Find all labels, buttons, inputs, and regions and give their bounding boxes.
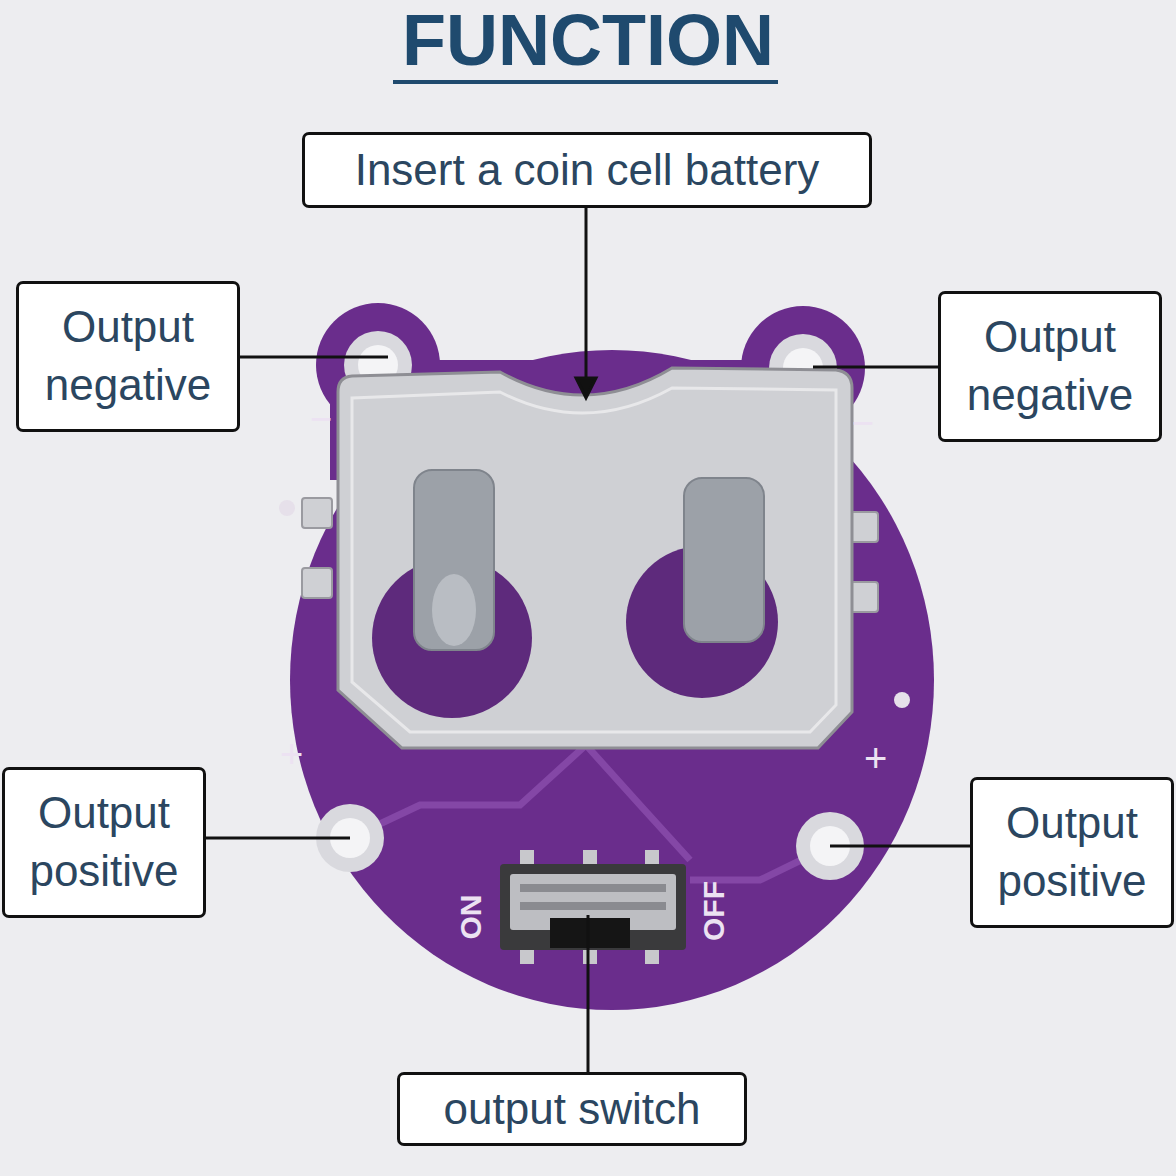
- callout-box: output switch: [397, 1072, 747, 1146]
- leader-lines: [195, 208, 984, 1072]
- switch-label: OFF: [699, 881, 729, 941]
- polarity-mark: +: [280, 734, 303, 774]
- callout-box: Output positive: [970, 777, 1174, 928]
- switch-label: ON: [456, 895, 486, 940]
- title: FUNCTION: [0, 2, 1176, 78]
- slide-switch: [500, 850, 686, 964]
- solder-pads: [279, 331, 910, 880]
- polarity-mark: −: [310, 400, 332, 438]
- callout-text: output switch: [444, 1080, 701, 1138]
- callout-text: Output positive: [14, 784, 194, 900]
- callout-box: Insert a coin cell battery: [302, 132, 872, 208]
- polarity-mark: +: [864, 738, 887, 778]
- callout-text: Output positive: [982, 794, 1162, 910]
- callout-box: Output positive: [2, 767, 206, 918]
- polarity-mark: −: [852, 404, 874, 442]
- callout-text: Output negative: [950, 308, 1150, 424]
- pcb-traces: [350, 745, 830, 880]
- pcb-board: [290, 303, 934, 1010]
- callout-box: Output negative: [938, 291, 1162, 442]
- callout-text: Output negative: [28, 298, 228, 414]
- callout-text: Insert a coin cell battery: [355, 141, 820, 199]
- callout-box: Output negative: [16, 281, 240, 432]
- title-underline: [393, 80, 778, 84]
- coin-cell-holder: [338, 368, 852, 748]
